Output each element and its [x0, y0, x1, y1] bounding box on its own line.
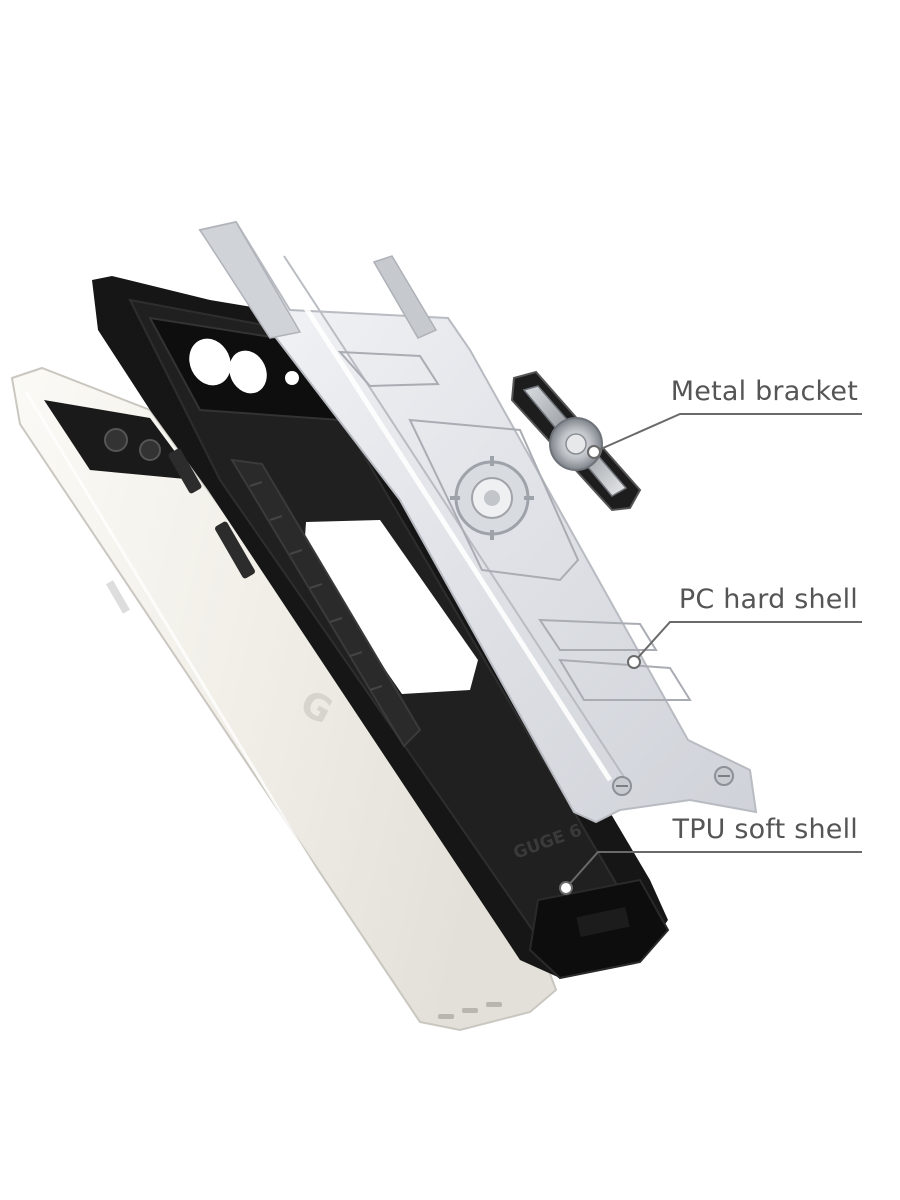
camera-cutout-1 [189, 338, 231, 386]
phone-body [10, 366, 558, 1032]
callout-label-tpu-soft-shell: TPU soft shell [672, 814, 858, 845]
tpu-side-button [168, 448, 202, 494]
callout-leader-tpu [559, 851, 862, 895]
camera-cutout-2 [229, 350, 267, 394]
callout-label-metal-bracket: Metal bracket [670, 376, 858, 407]
pc-screw [612, 776, 632, 796]
pc-magnet-mount [450, 456, 534, 540]
callout-label-pc-hard-shell: PC hard shell [678, 584, 858, 615]
tpu-back-cutout [304, 520, 478, 694]
pc-hard-shell [198, 220, 758, 824]
metal-bracket [510, 370, 642, 512]
tpu-grip-texture [230, 458, 422, 748]
pc-top-clip [372, 255, 438, 339]
callout-leader-metal [587, 413, 862, 459]
tpu-soft-shell [92, 276, 670, 980]
phone-camera-lens-1 [104, 428, 128, 452]
pc-screw [714, 766, 734, 786]
callout-leader-pc [627, 621, 862, 669]
phone-camera-lens-2 [139, 439, 161, 461]
